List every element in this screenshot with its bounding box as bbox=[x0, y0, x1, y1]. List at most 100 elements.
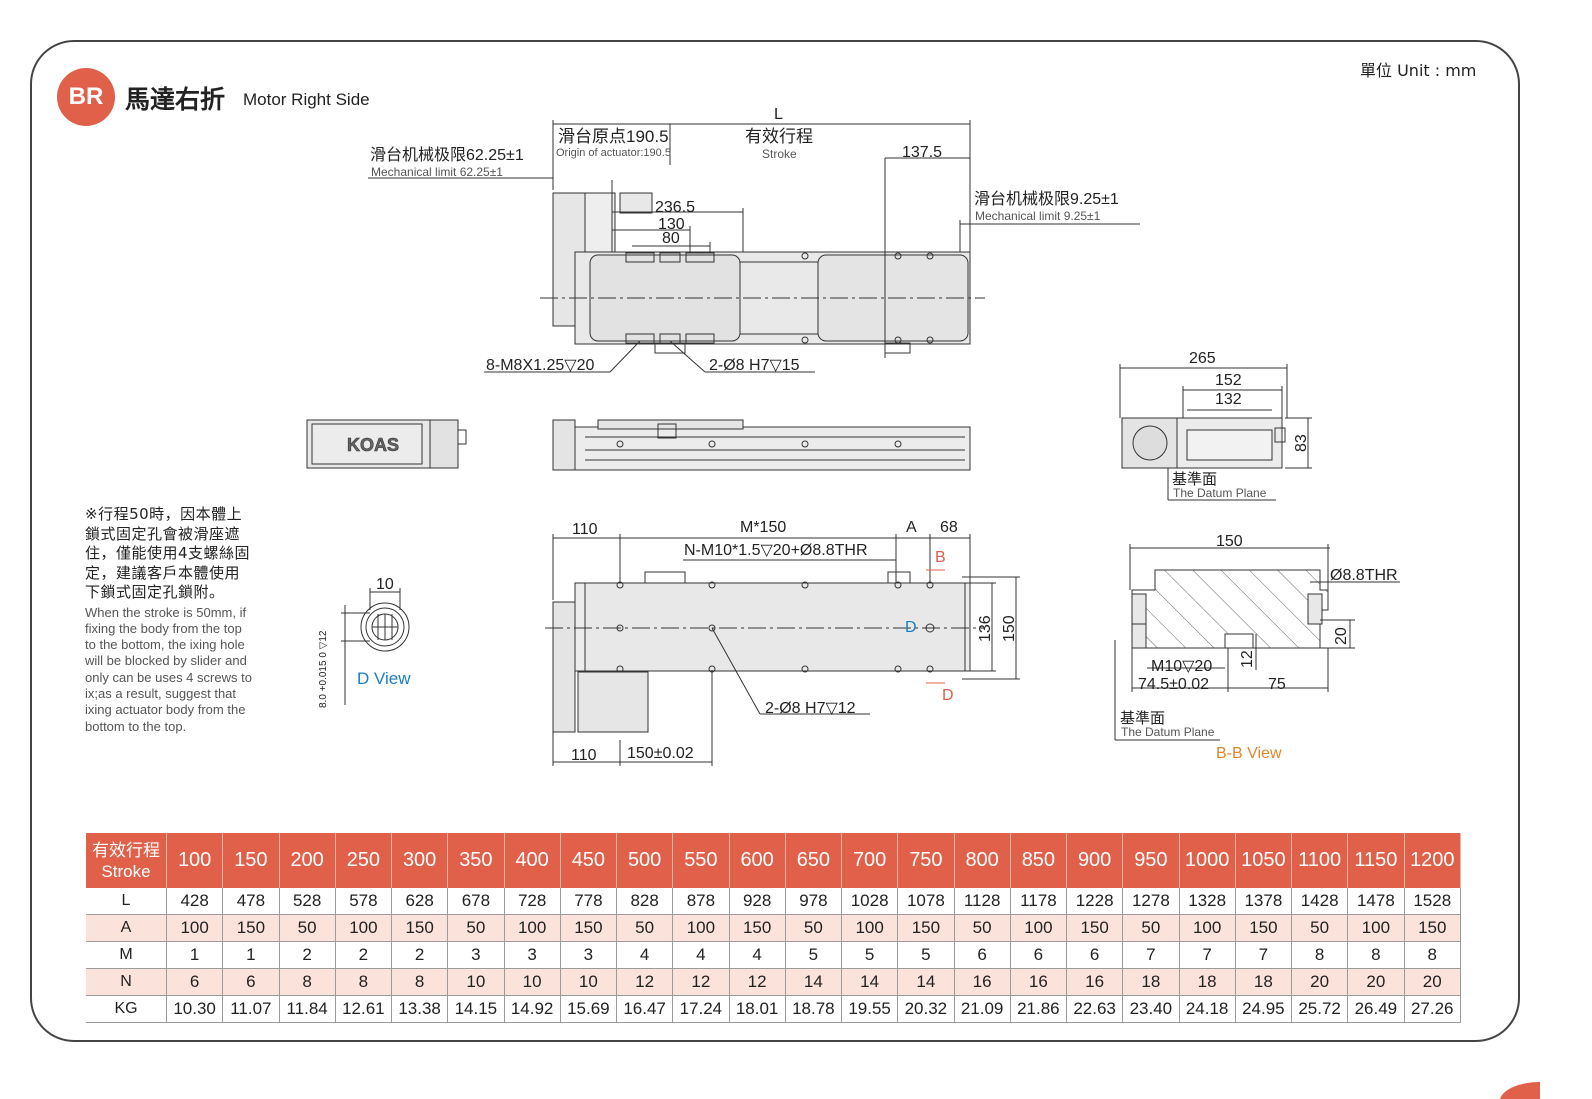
table-cell: 1428 bbox=[1291, 888, 1349, 915]
table-cell: 25.72 bbox=[1291, 995, 1349, 1023]
table-cell: 100 bbox=[504, 914, 561, 942]
unit-label: 單位 Unit : mm bbox=[1360, 61, 1477, 80]
bb-view-label: B-B View bbox=[1216, 745, 1282, 762]
d-view-labels: 10 8.0 +0.015 0 ▽12 D View bbox=[318, 576, 411, 708]
left-end-view bbox=[306, 419, 467, 469]
table-cell: 8 bbox=[1291, 941, 1349, 969]
mech-left-cn: 滑台机械极限62.25±1 bbox=[370, 146, 524, 164]
table-cell: 6 bbox=[1010, 941, 1068, 969]
table-cell: 150 bbox=[1235, 914, 1293, 942]
table-cell: 6 bbox=[166, 968, 224, 996]
stroke-header-cell: 250 bbox=[335, 833, 393, 888]
bottom-view bbox=[545, 534, 1020, 766]
dim-150-tol: 150±0.02 bbox=[627, 745, 694, 762]
dim-110-bottom: 110 bbox=[571, 747, 597, 764]
table-cell: 50 bbox=[1122, 914, 1180, 942]
screw-callout: 8-M8X1.25▽20 bbox=[486, 357, 594, 374]
pin-callout-bottom: 2-Ø8 H7▽12 bbox=[765, 700, 856, 717]
table-cell: 15.69 bbox=[560, 995, 618, 1023]
mech-right-cn: 滑台机械极限9.25±1 bbox=[974, 190, 1119, 208]
table-cell: 100 bbox=[1010, 914, 1068, 942]
row-label: A bbox=[86, 914, 167, 942]
table-cell: 12.61 bbox=[335, 995, 393, 1023]
table-cell: 14 bbox=[897, 968, 955, 996]
table-cell: 21.86 bbox=[1010, 995, 1068, 1023]
koas-logo: KOAS bbox=[347, 435, 399, 455]
top-view-labels: L 滑台原点190.5 Origin of actuator:190.5 有效行… bbox=[370, 106, 1119, 374]
table-cell: 50 bbox=[785, 914, 843, 942]
table-cell: 6 bbox=[1066, 941, 1124, 969]
table-cell: 11.07 bbox=[222, 995, 280, 1023]
dim-152: 152 bbox=[1215, 372, 1242, 389]
table-cell: 578 bbox=[335, 888, 393, 915]
stroke-header-cell: 550 bbox=[672, 833, 730, 888]
stroke-header-cell: 600 bbox=[729, 833, 786, 888]
stroke-header-cell: 100 bbox=[166, 833, 224, 888]
table-cell: 1 bbox=[222, 941, 280, 969]
table-cell: 728 bbox=[504, 888, 561, 915]
dim-137: 137.5 bbox=[902, 144, 942, 161]
table-cell: 3 bbox=[504, 941, 561, 969]
page-corner-accent bbox=[1500, 1081, 1540, 1099]
table-cell: 24.95 bbox=[1235, 995, 1293, 1023]
table-cell: 7 bbox=[1179, 941, 1236, 969]
table-cell: 6 bbox=[222, 968, 280, 996]
table-cell: 24.18 bbox=[1179, 995, 1236, 1023]
dim-m150: M*150 bbox=[740, 519, 786, 536]
bb-dim-20: 20 bbox=[1333, 627, 1350, 645]
d-view bbox=[341, 588, 410, 705]
d-view-label: D View bbox=[357, 669, 411, 688]
table-cell: 50 bbox=[1291, 914, 1349, 942]
stroke-header-cell: 450 bbox=[560, 833, 618, 888]
table-cell: 16 bbox=[1066, 968, 1124, 996]
table-cell: 528 bbox=[279, 888, 336, 915]
table-cell: 17.24 bbox=[672, 995, 730, 1023]
table-cell: 100 bbox=[841, 914, 899, 942]
table-cell: 7 bbox=[1122, 941, 1180, 969]
dim-a: A bbox=[906, 519, 917, 536]
stroke-header-cell: 400 bbox=[504, 833, 561, 888]
note-chinese: ※行程50時，因本體上鎖式固定孔會被滑座遮住，僅能使用4支螺絲固定，建議客戶本體… bbox=[85, 505, 251, 601]
table-cell: 50 bbox=[616, 914, 674, 942]
table-cell: 8 bbox=[1347, 941, 1405, 969]
stroke-header-cell: 1000 bbox=[1179, 833, 1236, 888]
table-cell: 10 bbox=[447, 968, 505, 996]
table-cell: 4 bbox=[729, 941, 786, 969]
bb-datum-en: The Datum Plane bbox=[1121, 725, 1215, 739]
end-datum-en: The Datum Plane bbox=[1173, 486, 1267, 500]
table-cell: 100 bbox=[1347, 914, 1405, 942]
stroke-header-cell: 200 bbox=[279, 833, 336, 888]
table-cell: 14.15 bbox=[447, 995, 505, 1023]
table-cell: 150 bbox=[897, 914, 955, 942]
table-cell: 18 bbox=[1235, 968, 1293, 996]
d-tolerance: 8.0 +0.015 0 ▽12 bbox=[318, 630, 329, 708]
stroke-header-cell: 500 bbox=[616, 833, 674, 888]
table-cell: 21.09 bbox=[954, 995, 1011, 1023]
table-cell: 478 bbox=[222, 888, 280, 915]
bb-dim-150: 150 bbox=[1216, 533, 1243, 550]
table-cell: 428 bbox=[166, 888, 224, 915]
row-label: L bbox=[86, 888, 167, 915]
end-datum-cn: 基準面 bbox=[1172, 471, 1217, 488]
table-cell: 678 bbox=[447, 888, 505, 915]
table-cell: 10 bbox=[560, 968, 618, 996]
stroke-header-cell: 1050 bbox=[1235, 833, 1293, 888]
stroke-header-cell: 350 bbox=[447, 833, 505, 888]
end-view-labels: 265 152 132 83 基準面 The Datum Plane bbox=[1172, 350, 1310, 500]
table-cell: 150 bbox=[729, 914, 786, 942]
table-cell: 14 bbox=[841, 968, 899, 996]
table-cell: 16 bbox=[1010, 968, 1068, 996]
stroke-header-cell: 750 bbox=[897, 833, 955, 888]
table-cell: 1028 bbox=[841, 888, 899, 915]
table-cell: 8 bbox=[279, 968, 336, 996]
stroke-note: ※行程50時，因本體上鎖式固定孔會被滑座遮住，僅能使用4支螺絲固定，建議客戶本體… bbox=[85, 505, 255, 735]
table-cell: 1078 bbox=[897, 888, 955, 915]
table-cell: 18.78 bbox=[785, 995, 843, 1023]
table-cell: 8 bbox=[335, 968, 393, 996]
stroke-en: Stroke bbox=[762, 147, 797, 161]
